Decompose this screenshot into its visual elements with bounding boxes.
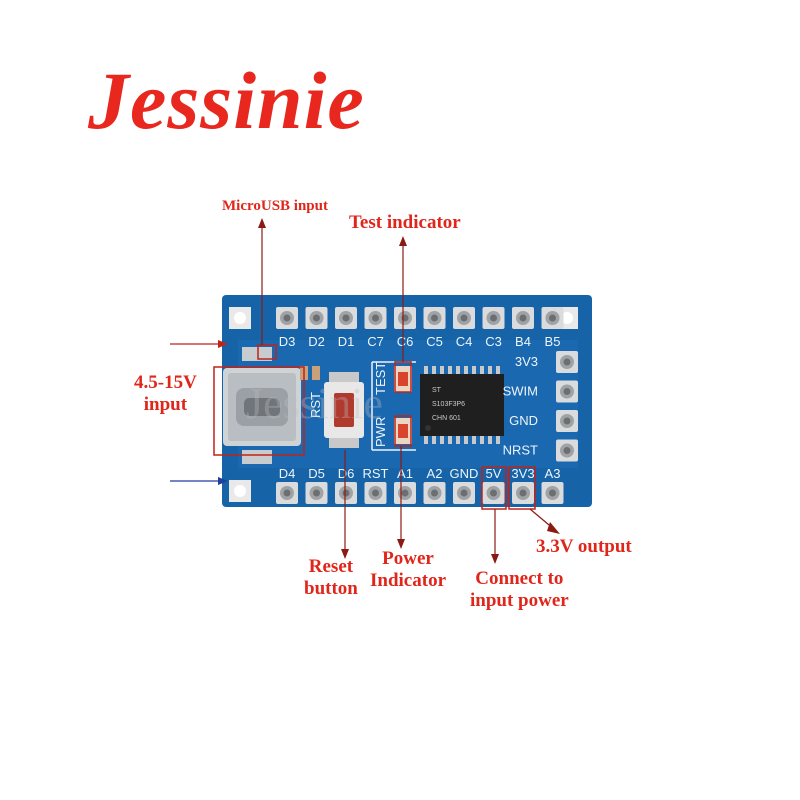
power-led — [394, 418, 412, 444]
header-pin-pad — [335, 307, 357, 329]
bottom-pin-label: 5V — [486, 466, 502, 481]
microusb-input-label: MicroUSB input — [222, 198, 328, 214]
header-pin-pad — [335, 482, 357, 504]
bottom-pin-label: D4 — [279, 466, 296, 481]
bottom-pin-label: A3 — [545, 466, 561, 481]
input-voltage-label: 4.5-15V input — [134, 372, 197, 416]
header-pin-pad — [541, 482, 564, 504]
top-pin-label: C3 — [485, 334, 502, 349]
input-voltage-line: 4.5-15V — [134, 372, 197, 393]
top-pin-label: D1 — [338, 334, 355, 349]
bottom-pin-label: GND — [450, 466, 479, 481]
chip-text-line: S103F3P6 — [432, 401, 465, 408]
top-pin-labels: D3 D2 D1 C7 C6 C5 C4 C3 B4 B5 — [279, 334, 561, 349]
header-pin-pad — [556, 439, 578, 462]
watermark-text: Jessinie — [246, 379, 383, 428]
connect-power-line: Connect to — [475, 568, 564, 589]
mounting-hole — [229, 307, 251, 329]
reset-button-line: button — [304, 577, 358, 599]
header-pin-pad — [276, 307, 298, 329]
header-pin-pad — [394, 307, 416, 329]
usb-input-highlight-box — [213, 366, 305, 456]
input-voltage-line: input — [143, 393, 188, 415]
header-pin-pad — [556, 410, 578, 432]
header-pin-pad — [556, 351, 578, 373]
header-pin-pad — [512, 482, 534, 504]
power-indicator-line: Power — [382, 548, 434, 569]
test-indicator-label: Test indicator — [349, 212, 461, 233]
header-pin-pad — [512, 307, 534, 329]
test-led — [394, 366, 412, 392]
header-pin-pad — [364, 307, 387, 329]
power-led-highlight-box — [394, 415, 412, 447]
reset-button-label: Reset button — [304, 556, 358, 600]
right-pin-label: 3V3 — [515, 354, 538, 369]
top-pin-label: D3 — [279, 334, 296, 349]
power-indicator-line: Indicator — [370, 569, 446, 591]
right-pin-label: GND — [509, 413, 538, 428]
connect-power-line: input power — [470, 589, 569, 611]
header-pin-pad — [423, 307, 446, 329]
bottom-pin-labels: D4 D5 D6 RST A1 A2 GND 5V 3V3 A3 — [279, 466, 561, 481]
top-pin-label: D2 — [308, 334, 325, 349]
right-pin-label: NRST — [503, 443, 538, 458]
bottom-pin-label: A1 — [397, 466, 413, 481]
header-pin-pad — [541, 307, 564, 329]
mounting-hole — [229, 480, 251, 502]
header-pin-pad — [394, 482, 416, 504]
header-pin-pad — [276, 482, 298, 504]
brand-logo-text: Jessinie — [88, 55, 365, 146]
header-pin-pad — [482, 482, 505, 504]
bottom-pin-label: 3V3 — [511, 466, 534, 481]
header-pin-pad — [305, 482, 328, 504]
top-header-pins — [276, 307, 564, 329]
header-pin-pad — [453, 482, 475, 504]
header-pin-pad — [423, 482, 446, 504]
reset-button-part — [324, 372, 364, 448]
bottom-pin-label: D5 — [308, 466, 325, 481]
header-pin-pad — [364, 482, 387, 504]
5v-highlight-box — [481, 466, 507, 510]
top-pin-label: B4 — [515, 334, 531, 349]
header-pin-pad — [556, 380, 578, 403]
output-3v3-label: 3.3V output — [536, 536, 632, 557]
reset-button-line: Reset — [308, 556, 354, 577]
test-silk-label: TEST — [373, 362, 388, 395]
top-pin-label: B5 — [545, 334, 561, 349]
pwr-silk-label: PWR — [373, 417, 388, 447]
rst-silk-label: RST — [308, 392, 323, 418]
bottom-pin-label: A2 — [427, 466, 443, 481]
chip-text-line: CHN 601 — [432, 415, 461, 422]
microusb-connector — [223, 347, 301, 464]
bottom-pin-label: RST — [363, 466, 389, 481]
chip-text-line: ST — [432, 387, 442, 394]
bottom-pin-label: D6 — [338, 466, 355, 481]
bottom-header-pins — [276, 482, 564, 504]
header-pin-pad — [482, 307, 505, 329]
right-pin-label: SWIM — [503, 384, 538, 399]
3v3-highlight-box — [508, 466, 536, 510]
top-pin-label: C5 — [426, 334, 443, 349]
power-indicator-label: Power Indicator — [370, 548, 446, 592]
header-pin-pad — [453, 307, 475, 329]
top-pin-label: C6 — [397, 334, 414, 349]
top-pin-label: C4 — [456, 334, 473, 349]
top-pin-label: C7 — [367, 334, 384, 349]
right-header-pins — [556, 351, 578, 462]
microcontroller-chip: ST S103F3P6 CHN 601 — [420, 366, 504, 444]
header-pin-pad — [305, 307, 328, 329]
connect-power-label: Connect to input power — [470, 568, 569, 612]
microusb-highlight-box — [257, 344, 277, 360]
